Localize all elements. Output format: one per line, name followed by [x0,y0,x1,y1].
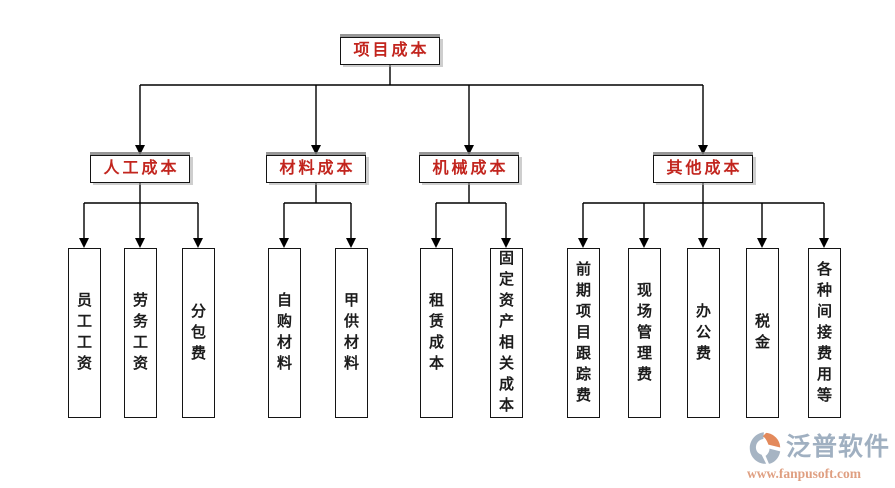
fanpu-logo-icon [749,431,781,464]
node-other-cost: 其他成本 [653,155,753,183]
node-machinery-cost: 机械成本 [419,155,519,183]
leaf-employee-wages-label: 员工工资 [76,293,92,372]
node-material-cost-label: 材料成本 [279,160,356,177]
leaf-labor-service-wages: 劳务工资 [124,248,157,418]
leaf-employee-wages: 员工工资 [68,248,101,418]
leaf-subcontract-fee: 分包费 [182,248,215,418]
leaf-rental-cost-label: 租赁成本 [428,293,444,372]
leaf-site-management-fee-label: 现场管理费 [636,282,652,383]
leaf-various-indirect-costs: 各种间接费用等 [808,248,841,418]
leaf-early-project-tracking-fee-label: 前期项目跟踪费 [575,261,591,404]
leaf-various-indirect-costs-label: 各种间接费用等 [816,261,832,404]
leaf-self-purchased-materials-label: 自购材料 [276,293,292,372]
leaf-owner-supplied-materials-label: 甲供材料 [343,293,359,372]
leaf-subcontract-fee-label: 分包费 [190,303,206,362]
leaf-owner-supplied-materials: 甲供材料 [335,248,368,418]
leaf-office-fee-label: 办公费 [695,303,711,362]
fanpu-brand-text: 泛普软件 [786,433,891,461]
fanpu-watermark: 泛普软件 www.fanpusoft.com [747,430,889,481]
node-machinery-cost-label: 机械成本 [432,160,509,177]
fanpu-url-text: www.fanpusoft.com [747,465,862,481]
fanpu-watermark-row: 泛普软件 [747,430,890,466]
connector-paths [83,65,825,239]
leaf-fixed-asset-related-cost: 固定资产相关成本 [490,248,523,418]
node-project-cost: 项目成本 [340,37,440,65]
node-labor-cost: 人工成本 [90,155,190,183]
leaf-labor-service-wages-label: 劳务工资 [132,293,148,372]
leaf-rental-cost: 租赁成本 [420,248,453,418]
node-material-cost: 材料成本 [266,155,366,183]
node-labor-cost-label: 人工成本 [103,160,180,177]
leaf-tax: 税金 [746,248,779,418]
leaf-office-fee: 办公费 [687,248,720,418]
node-other-cost-label: 其他成本 [666,160,743,177]
arrowhead-icons [79,145,829,248]
leaf-early-project-tracking-fee: 前期项目跟踪费 [567,248,600,418]
leaf-self-purchased-materials: 自购材料 [268,248,301,418]
leaf-tax-label: 税金 [754,314,770,351]
node-project-cost-label: 项目成本 [353,42,430,59]
leaf-fixed-asset-related-cost-label: 固定资产相关成本 [498,251,514,414]
leaf-site-management-fee: 现场管理费 [628,248,661,418]
